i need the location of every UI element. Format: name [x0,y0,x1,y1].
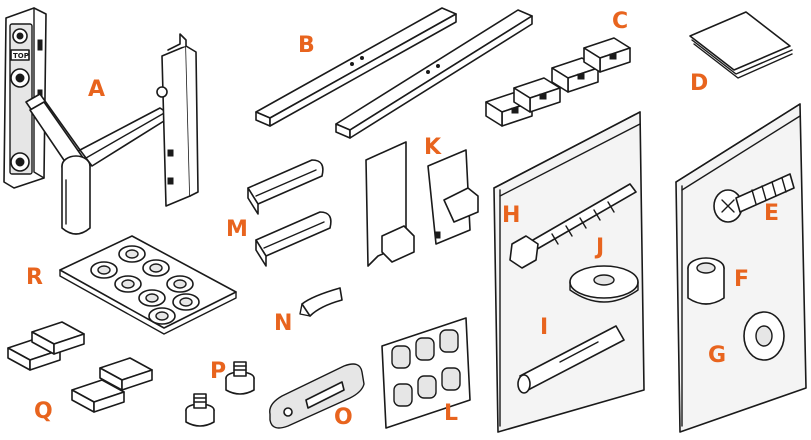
part-d-instruction-booklet [689,11,793,79]
part-e-machine-screw [713,173,795,223]
part-p-thumb-screws [185,361,255,427]
part-l-rubber-pads [381,317,471,429]
label-k: K [424,135,442,160]
part-k-brackets [365,141,479,267]
part-m-cable-clips [247,159,332,267]
label-g: G [708,343,726,368]
part-h-lag-bolt [509,183,637,269]
label-j: J [594,235,604,260]
part-b-mounting-rails [255,7,533,139]
part-j-washer [569,265,639,303]
label-c: C [612,9,628,34]
part-g-washer [743,311,785,361]
label-b: B [298,33,315,58]
part-n-small-clip [299,287,343,317]
part-i-wall-anchor [517,325,625,394]
label-n: N [274,311,292,336]
label-d: D [690,71,708,96]
hardware-bag-lag-bolts [493,111,645,433]
part-r-spacer-tray [59,235,237,335]
part-a-wall-mount-arm: TOP [3,7,199,235]
part-q-spacer-blocks [7,321,153,413]
label-q: Q [34,399,53,424]
label-l: L [444,401,458,426]
label-f: F [734,267,749,292]
label-p: P [210,359,226,384]
label-m: M [226,217,248,242]
part-f-spacer-sleeve [687,257,725,305]
label-i: I [540,315,548,340]
part-c-clips [485,37,631,127]
label-h: H [502,203,520,228]
part-labels: A B C D E F G H I J K L M N O P Q R [26,9,779,430]
label-o: O [334,405,353,430]
label-e: E [764,201,779,226]
label-r: R [26,265,43,290]
label-a: A [88,77,105,102]
part-o-bubble-level [269,363,365,429]
wall-plate-top-text: TOP [13,52,29,60]
